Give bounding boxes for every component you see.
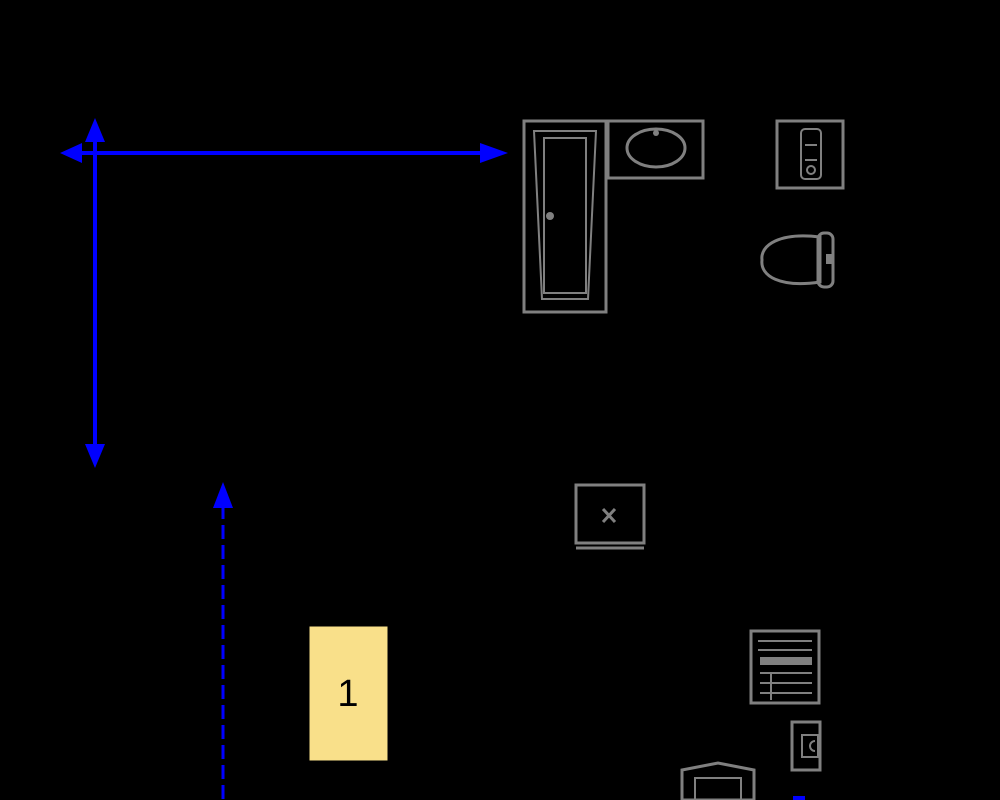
dimension-line-vertical-lower xyxy=(213,482,233,800)
room-tag[interactable]: 1 xyxy=(308,625,389,762)
bathtub-icon xyxy=(522,119,608,314)
dimension-line-horizontal xyxy=(60,143,508,163)
toilet-icon xyxy=(760,231,835,289)
outlet-icon xyxy=(790,720,822,772)
boiler-icon xyxy=(680,761,756,800)
water-heater-icon xyxy=(775,119,845,190)
floor-drain-icon xyxy=(574,483,646,550)
room-tag-label: 1 xyxy=(337,673,358,715)
sink-icon xyxy=(606,119,705,180)
electric-panel-icon xyxy=(749,629,821,705)
dimension-line-vertical xyxy=(85,118,105,468)
